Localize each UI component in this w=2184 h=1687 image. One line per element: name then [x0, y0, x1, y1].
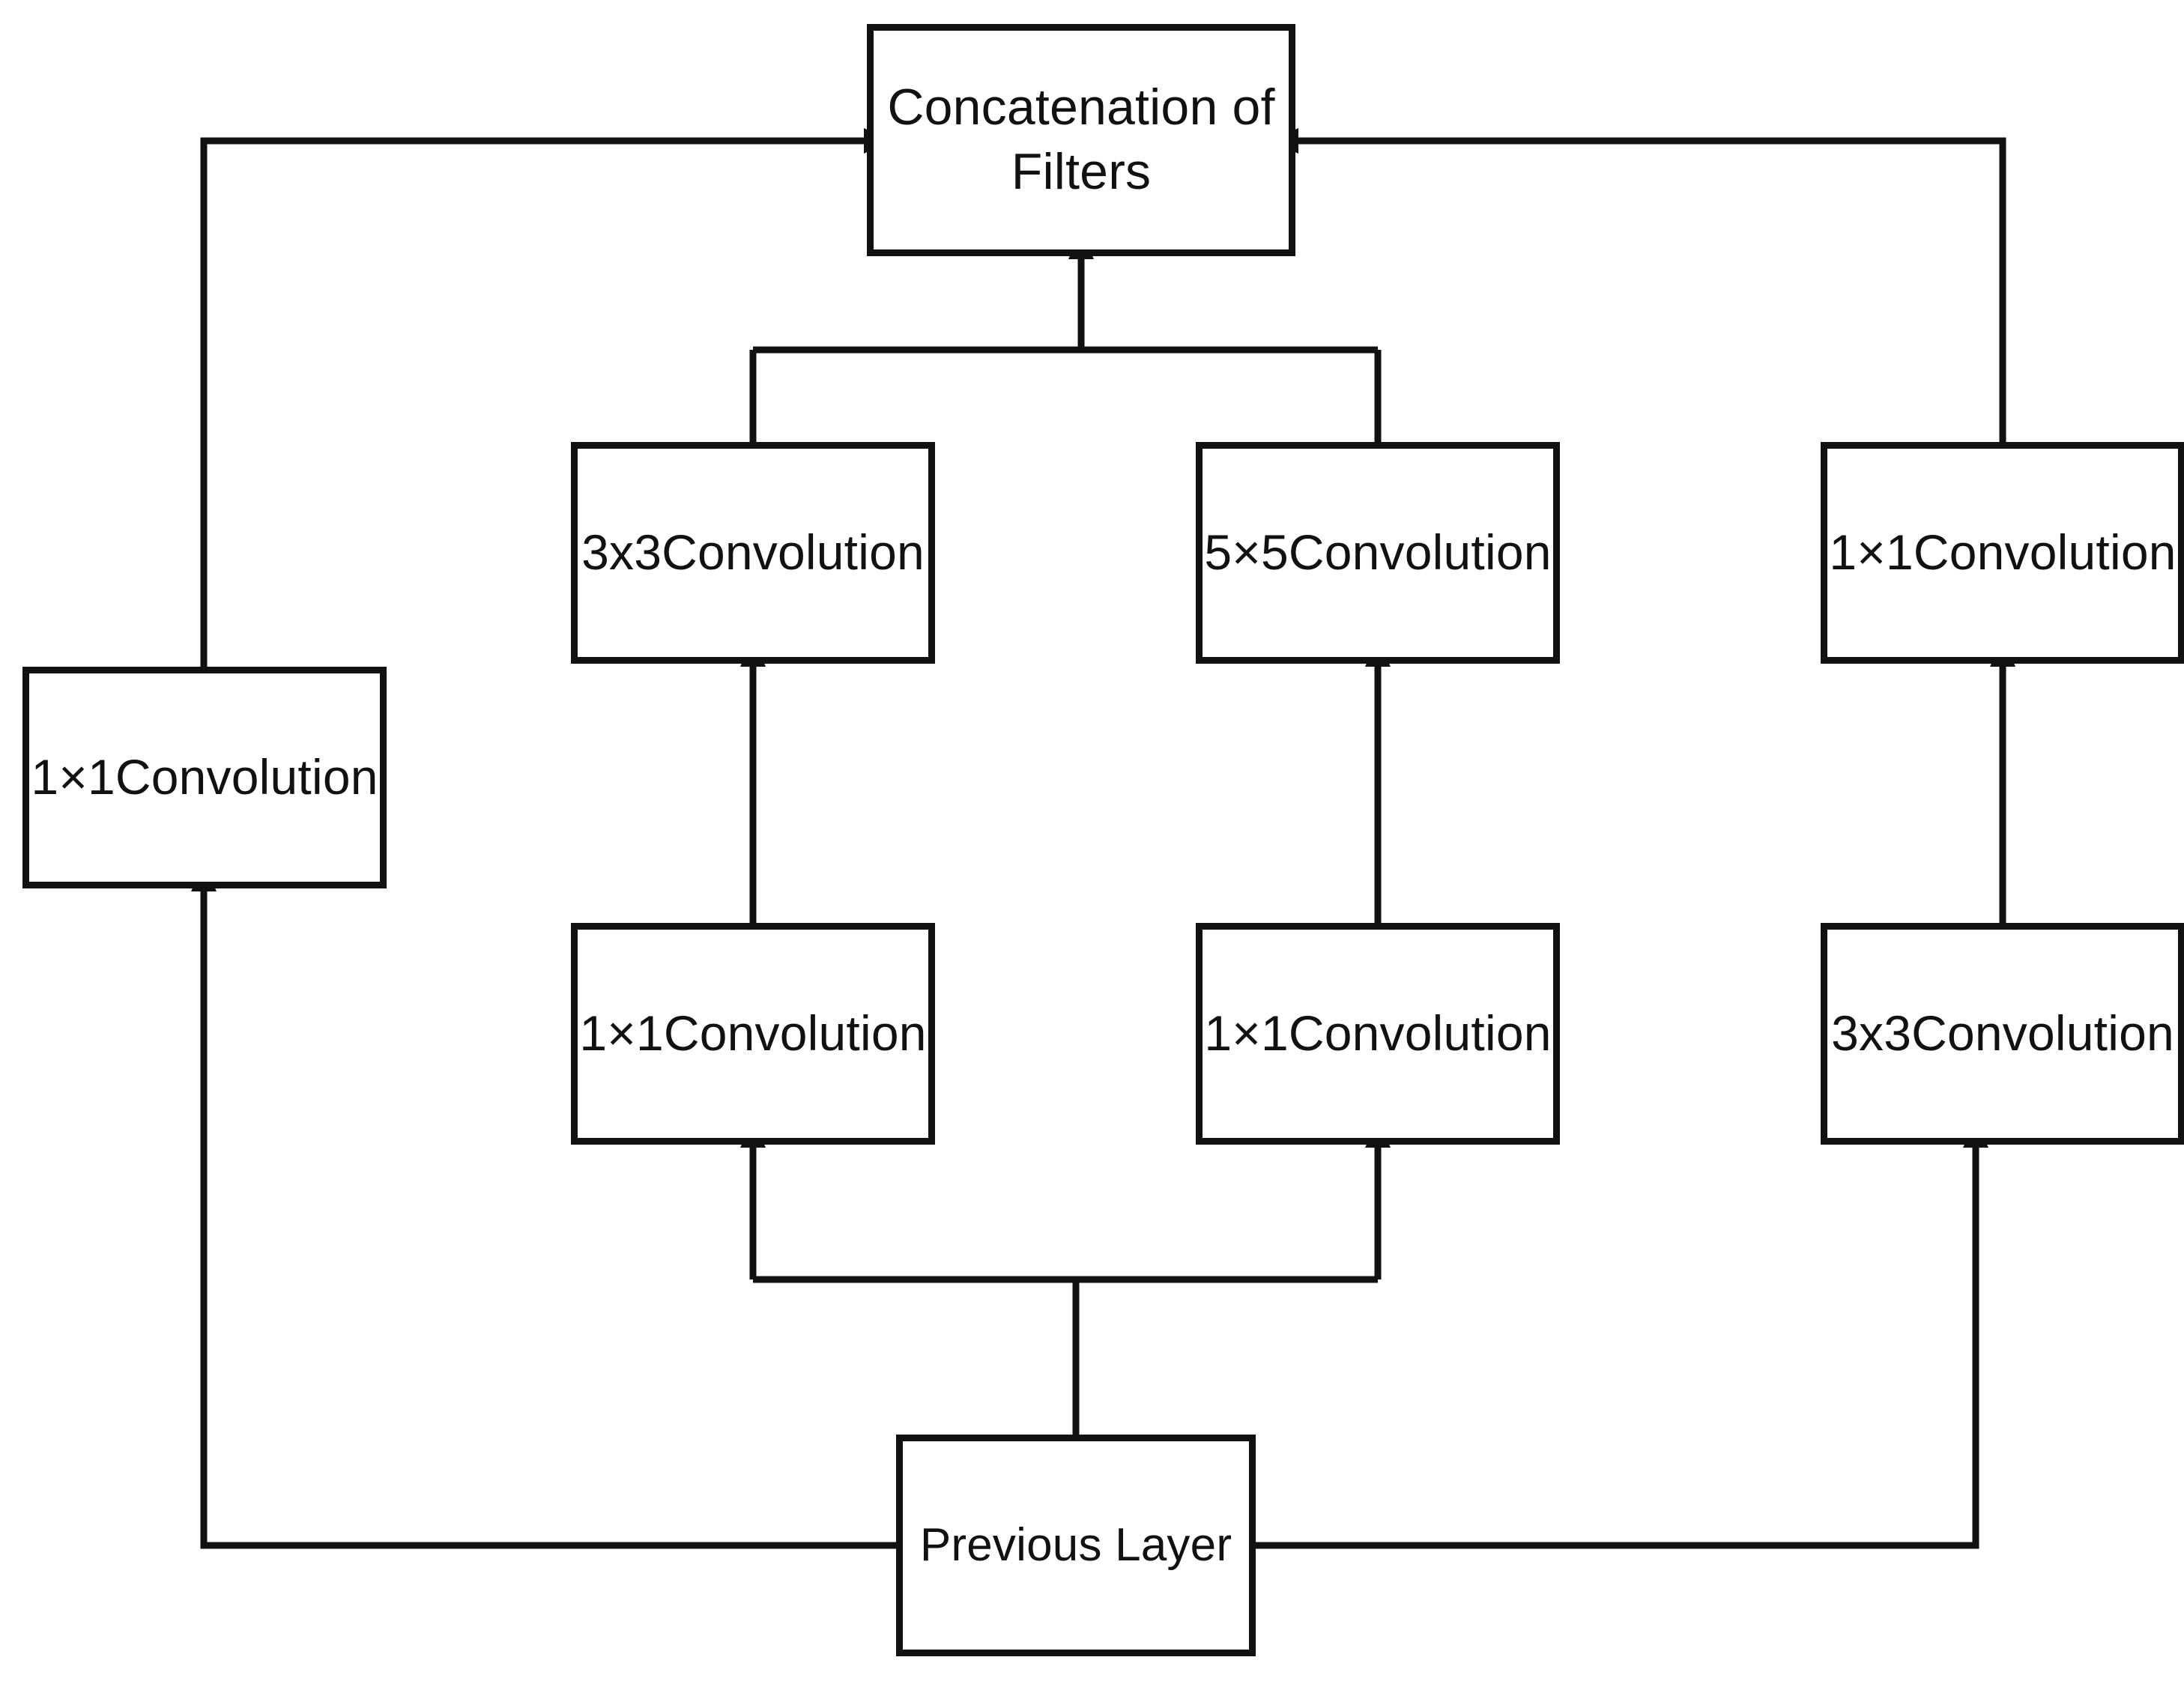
node-label: 3x3Convolution: [1831, 1005, 2174, 1061]
node-label: 1×1Convolution: [579, 1005, 927, 1061]
node-conv-1x1-right-top[interactable]: 1×1Convolution: [1821, 442, 2184, 664]
node-label: 1×1Convolution: [1829, 524, 2177, 581]
edge-previous-to-right-column: [1256, 1119, 1988, 1549]
edge-left-1x1-to-concat: [200, 128, 892, 667]
node-conv-3x3-right[interactable]: 3x3Convolution: [1821, 923, 2184, 1145]
node-label: 1×1Convolution: [1204, 1005, 1552, 1061]
node-label: 3x3Convolution: [581, 524, 925, 581]
node-conv-1x1-mid-a[interactable]: 1×1Convolution: [571, 923, 935, 1145]
node-previous-layer[interactable]: Previous Layer: [896, 1435, 1256, 1656]
node-conv-1x1-mid-b[interactable]: 1×1Convolution: [1196, 923, 1560, 1145]
edge-right-1x1-to-concat: [1270, 128, 2006, 442]
node-label: Concatenation of Filters: [887, 79, 1275, 200]
node-conv-1x1-left[interactable]: 1×1Convolution: [22, 667, 387, 888]
node-concatenation-of-filters[interactable]: Concatenation of Filters: [867, 24, 1295, 256]
node-conv-5x5-top[interactable]: 5×5Convolution: [1196, 442, 1560, 664]
node-conv-3x3-top[interactable]: 3x3Convolution: [571, 442, 935, 664]
node-label: 5×5Convolution: [1204, 524, 1552, 581]
node-label: Previous Layer: [919, 1518, 1232, 1571]
edge-previous-to-left-column: [191, 863, 896, 1549]
node-label: 1×1Convolution: [31, 749, 378, 805]
